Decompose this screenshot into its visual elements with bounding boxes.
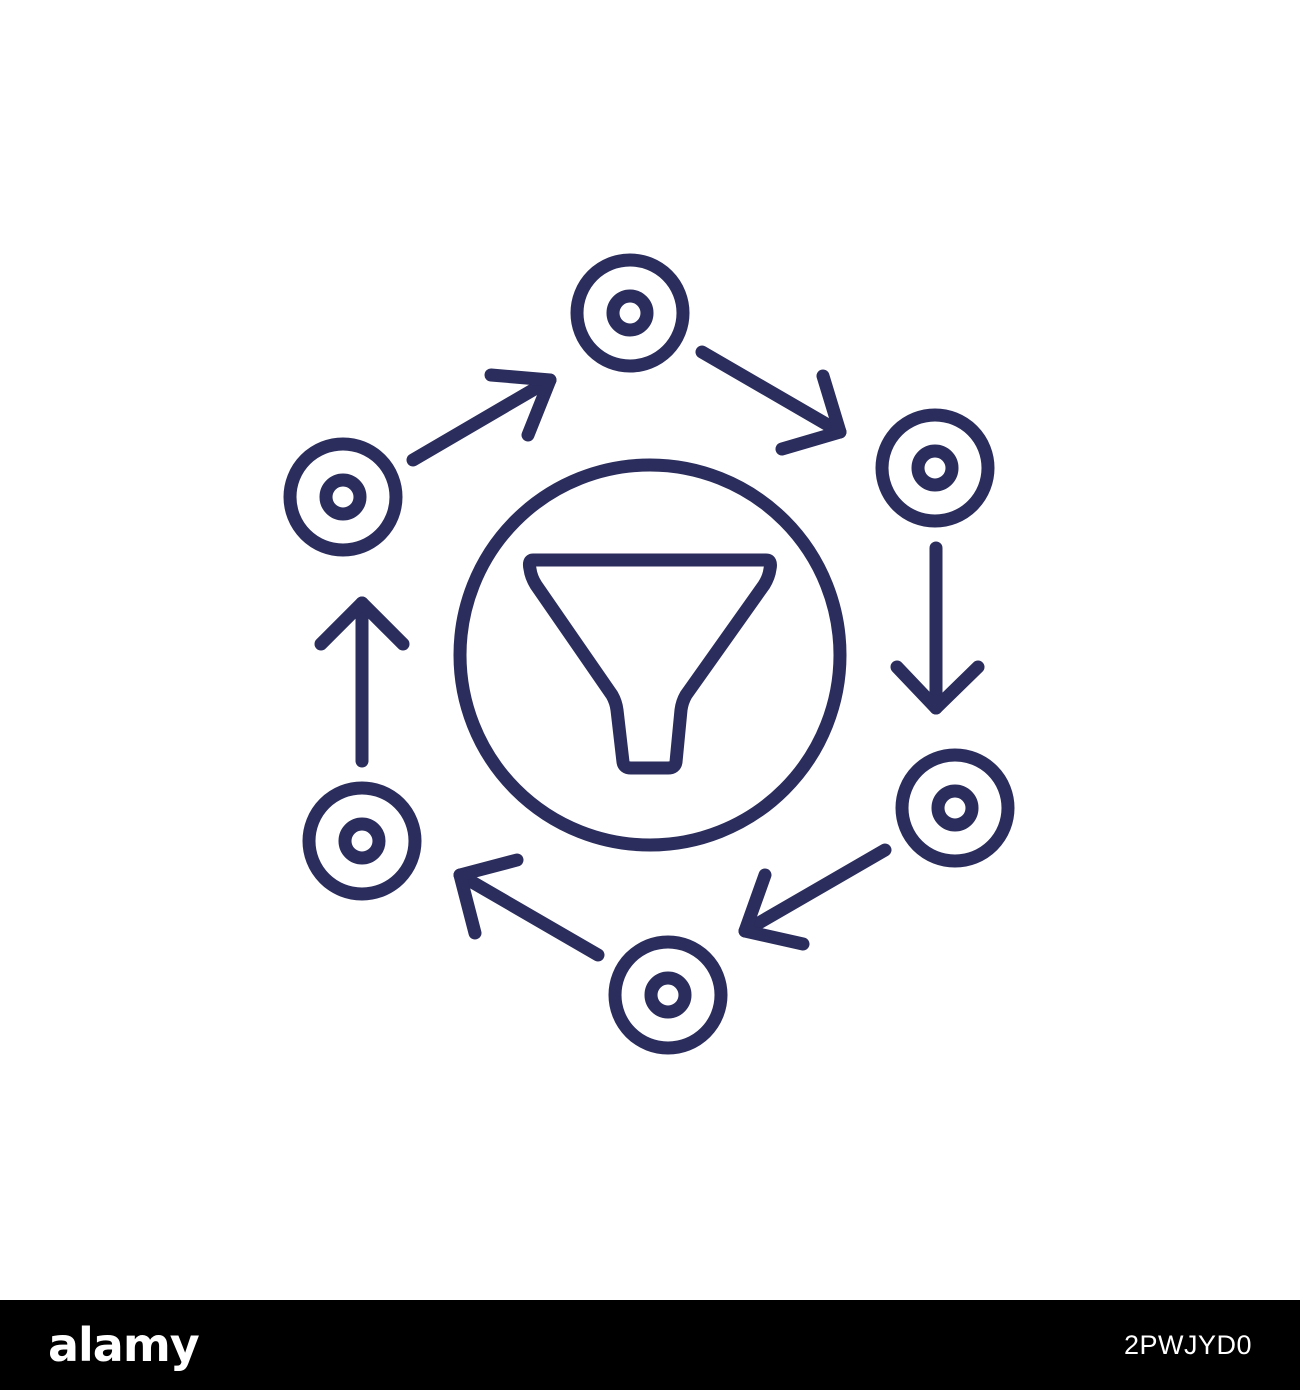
arrow-icon	[314, 596, 410, 768]
arrow-icon	[738, 843, 892, 951]
arrow-icon	[406, 368, 557, 467]
brand-logo: alamy	[48, 1318, 200, 1372]
node-lower-left	[302, 781, 422, 901]
artwork-canvas	[283, 253, 1015, 1055]
node-upper-left	[283, 437, 403, 557]
center-circle	[453, 458, 847, 852]
watermark-footer: alamy 2PWJYD0	[0, 1300, 1300, 1390]
arrow-icon	[695, 345, 847, 456]
arrow-icon	[890, 541, 985, 715]
image-id-label: 2PWJYD0	[1123, 1330, 1252, 1360]
funnel-icon	[522, 553, 777, 775]
node-upper-right	[875, 408, 995, 528]
node-bottom	[608, 935, 728, 1055]
funnel-cycle-icon	[283, 253, 1015, 1055]
node-top	[570, 253, 690, 373]
node-lower-right	[895, 748, 1015, 868]
arrow-icon	[453, 853, 605, 962]
